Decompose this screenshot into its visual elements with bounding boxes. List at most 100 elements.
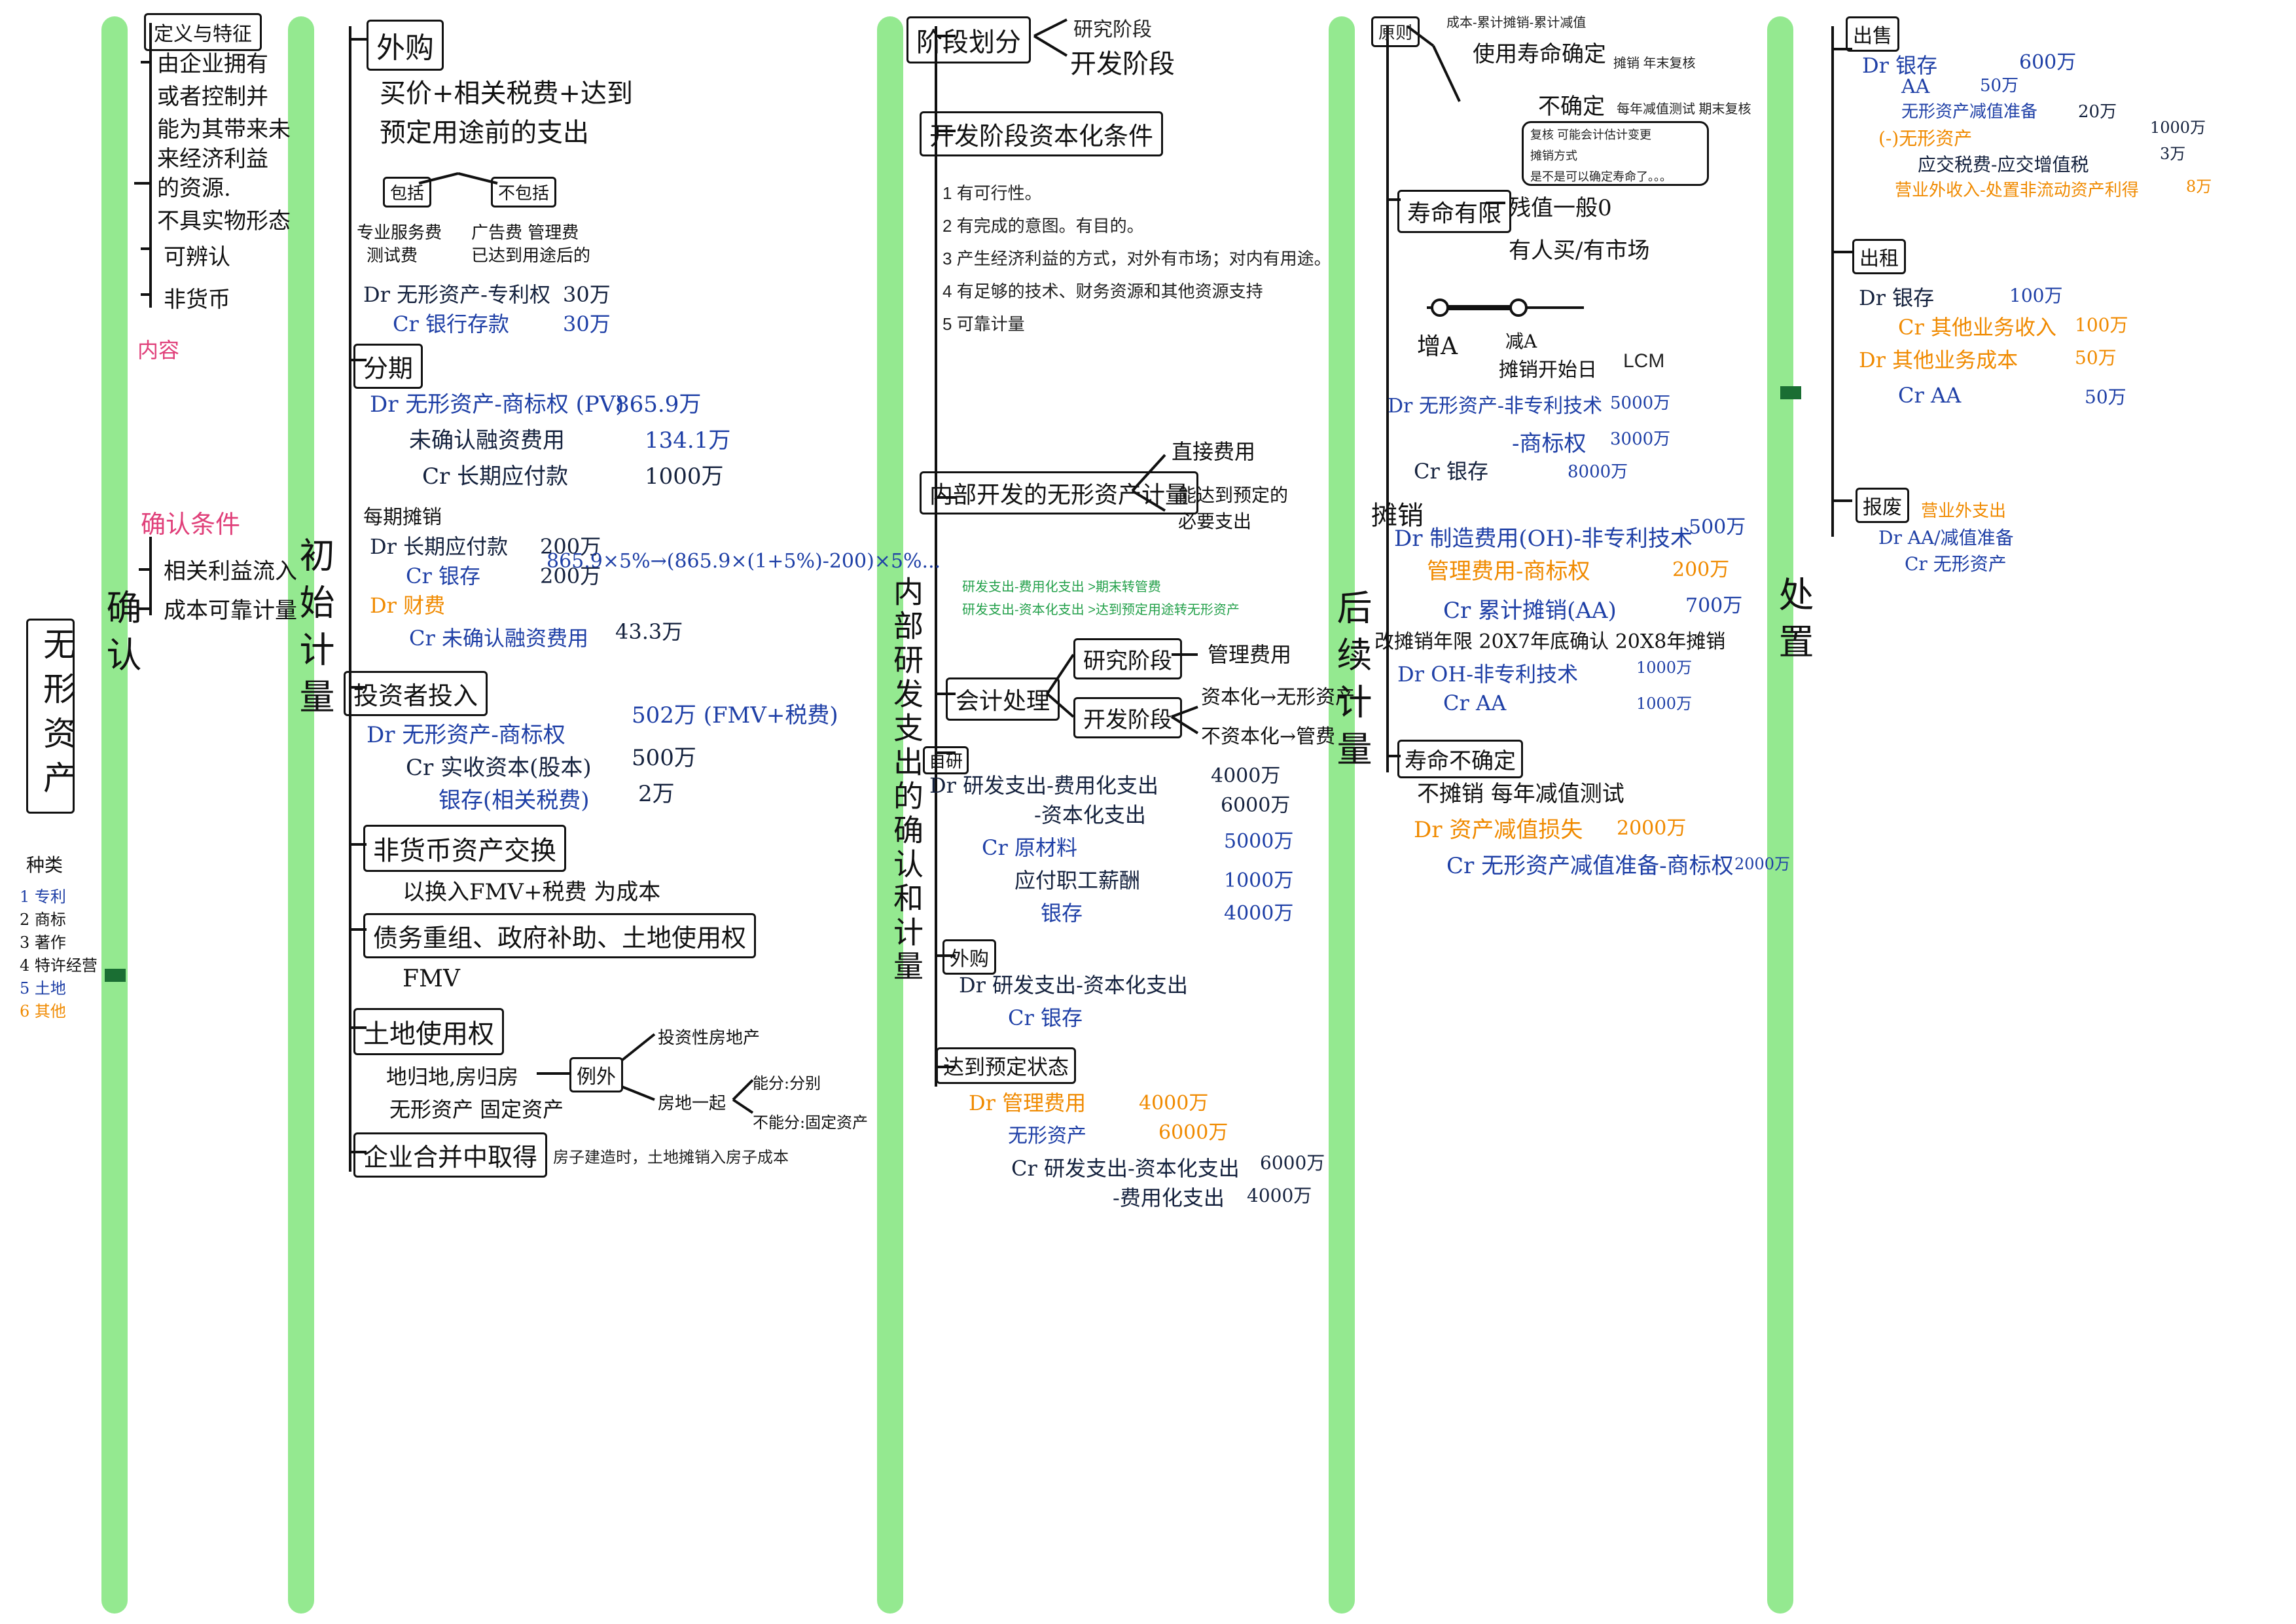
je-self-amt-3: 5000万 xyxy=(1224,830,1294,853)
research-box: 研究阶段 xyxy=(1073,638,1182,679)
je-rent-amt-3: 50万 xyxy=(2075,347,2117,369)
purchase-box: 外购 xyxy=(367,20,444,71)
je-d-1: Dr 资产减值损失 xyxy=(1414,812,1583,844)
indef-desc: 不摊销 每年减值测试 xyxy=(1417,781,1624,807)
type-3: 3 著作 xyxy=(20,933,66,952)
je5-amt-3: 2万 xyxy=(638,781,675,807)
merger-box: 企业合并中取得 xyxy=(353,1132,548,1178)
je-a-2: -商标权 xyxy=(1512,431,1587,457)
je5-amt-2: 500万 xyxy=(632,745,696,771)
cond-line-1: 相关利益流入 xyxy=(164,558,297,585)
life-det-note: 摊销 年末复核 xyxy=(1613,56,1696,71)
je-c-amt-2: 1000万 xyxy=(1636,695,1693,713)
highlight-stripe-4 xyxy=(1329,16,1355,1614)
je-a-amt-1: 5000万 xyxy=(1610,393,1671,413)
outsourced-box: 外购 xyxy=(942,939,996,975)
stage-item-2: 开发阶段 xyxy=(1070,49,1175,79)
def-line-1: 由企业拥有 xyxy=(157,51,268,77)
root-title-box: 无形资产 xyxy=(26,619,76,814)
life-indet-note: 每年减值测试 期末复核 xyxy=(1617,102,1751,117)
cap-item-5: 5 可靠计量 xyxy=(942,314,1025,334)
je-self-amt-1: 4000万 xyxy=(1211,765,1281,787)
je-writeoff-2: Dr AA/减值准备 xyxy=(1878,527,2014,549)
exception-sub-2: 不能分:固定资产 xyxy=(753,1113,869,1132)
je-ready-4: -费用化支出 xyxy=(1113,1185,1225,1210)
note-line-1-text: 研发支出-费用化支出 >期末转管费 xyxy=(962,580,1161,594)
je3-amt-2: 200万 xyxy=(540,564,601,588)
finite-item-1: 残值一般0 xyxy=(1509,195,1612,221)
je-sale-5: 应交税费-应交增值税 xyxy=(1918,154,2089,175)
change-note: 改摊销年限 20X7年底确认 20X8年摊销 xyxy=(1374,630,1726,653)
exception-sub-1: 能分:分别 xyxy=(753,1074,821,1092)
je-sale-amt-2: 50万 xyxy=(1980,76,2019,96)
account-box: 会计处理 xyxy=(946,677,1060,721)
conditions-label: 确认条件 xyxy=(141,510,241,539)
note-line-1: 研发支出-费用化支出 >期末转管费 xyxy=(962,576,1161,595)
je-self-amt-4: 1000万 xyxy=(1224,869,1294,892)
je4-dr: Dr 财费 xyxy=(370,593,446,618)
nonmonetary-label: 非货币资产交换 xyxy=(373,836,556,866)
je-ready-amt-3: 6000万 xyxy=(1260,1152,1325,1174)
internal-box: 内部开发的无形资产计量 xyxy=(920,471,1199,514)
finite-item-2: 有人买/有市场 xyxy=(1509,238,1650,264)
je-d-2: Cr 无形资产减值准备-商标权 xyxy=(1446,853,1734,879)
review-line-2: 摊销方式 xyxy=(1530,149,1577,162)
je-d-amt-1: 2000万 xyxy=(1617,817,1687,840)
je-ready-2: 无形资产 xyxy=(1008,1125,1086,1147)
stage-box: 阶段划分 xyxy=(906,16,1031,63)
je-writeoff-3: Cr 无形资产 xyxy=(1905,553,2007,575)
je-sale-1: Dr 银存 xyxy=(1862,53,1938,78)
je-sale-4: (-)无形资产 xyxy=(1878,128,1973,149)
research-label: 研究阶段 xyxy=(1083,648,1172,674)
purchase-label: 外购 xyxy=(376,31,434,65)
je-b-amt-2: 200万 xyxy=(1672,558,1730,581)
cond-line-2: 成本可靠计量 xyxy=(164,598,297,624)
review-box: 复核 可能会计估计变更 摊销方式 是不是可以确定寿命了。。。 xyxy=(1522,121,1709,186)
sale-box: 出售 xyxy=(1846,16,1899,52)
je-sale-amt-5: 3万 xyxy=(2160,145,2186,163)
section-disposal: 处置 xyxy=(1772,576,1814,670)
def-line-2: 或者控制并 xyxy=(157,84,268,110)
indef-label: 寿命不确定 xyxy=(1405,748,1516,774)
self-box: 自研 xyxy=(923,746,969,774)
je-a-amt-2: 3000万 xyxy=(1610,429,1671,449)
je5-line-3: 银存(相关税费) xyxy=(439,787,590,814)
include-box: 包括 xyxy=(383,177,432,208)
land-desc-2: 无形资产 固定资产 xyxy=(389,1097,564,1122)
rent-box: 出租 xyxy=(1852,239,1906,274)
je2-dr: Dr 无形资产-商标权 (PV) xyxy=(370,391,624,418)
rent-label: 出租 xyxy=(1859,247,1899,270)
je2-cr: Cr 长期应付款 xyxy=(422,463,569,490)
je-sale-amt-6: 8万 xyxy=(2186,177,2212,196)
internal-label: 内部开发的无形资产计量 xyxy=(929,482,1189,509)
note-line-2-text: 研发支出-资本化支出 >达到预定用途转无形资产 xyxy=(962,603,1240,617)
land-label: 土地使用权 xyxy=(363,1019,494,1049)
type-1: 1 专利 xyxy=(20,888,66,906)
principle-label: 原则 xyxy=(1378,23,1413,43)
stage-item-1: 研究阶段 xyxy=(1073,19,1152,41)
exception-item-2: 房地一起 xyxy=(658,1094,726,1113)
je-b-amt-1: 500万 xyxy=(1689,516,1746,539)
je-ready-amt-1: 4000万 xyxy=(1139,1092,1209,1115)
installment-box: 分期 xyxy=(353,344,423,389)
je-self-3: Cr 原材料 xyxy=(982,835,1077,860)
outsourced-label: 外购 xyxy=(950,948,989,971)
je-c-2: Cr AA xyxy=(1443,691,1507,715)
timeline-end: 减A xyxy=(1505,331,1537,352)
je-d-1-text: Dr 资产减值损失 xyxy=(1414,817,1583,843)
dev-label: 开发阶段 xyxy=(1083,707,1172,733)
interest-calc: 865.9×5%→(865.9×(1+5%)-200)×5%... xyxy=(547,550,941,573)
timeline-start: 增A xyxy=(1417,333,1458,360)
amort-label: 摊销 xyxy=(1371,501,1424,531)
je-rent-2: Cr 其他业务收入 xyxy=(1898,315,2056,340)
je1-cr: Cr 银行存款 xyxy=(393,312,509,336)
je-self-amt-2: 6000万 xyxy=(1221,794,1291,817)
dev-box: 开发阶段 xyxy=(1073,697,1182,738)
include-item-1: 专业服务费 xyxy=(357,223,442,243)
je-self-5: 银存 xyxy=(1041,901,1083,926)
cap-item-3: 3 产生经济利益的方式，对外有市场；对内有用途。 xyxy=(942,249,1331,268)
je-self-1: Dr 研发支出-费用化支出 xyxy=(929,773,1158,798)
research-item: 管理费用 xyxy=(1208,642,1292,667)
types-title: 种类 xyxy=(26,854,63,876)
